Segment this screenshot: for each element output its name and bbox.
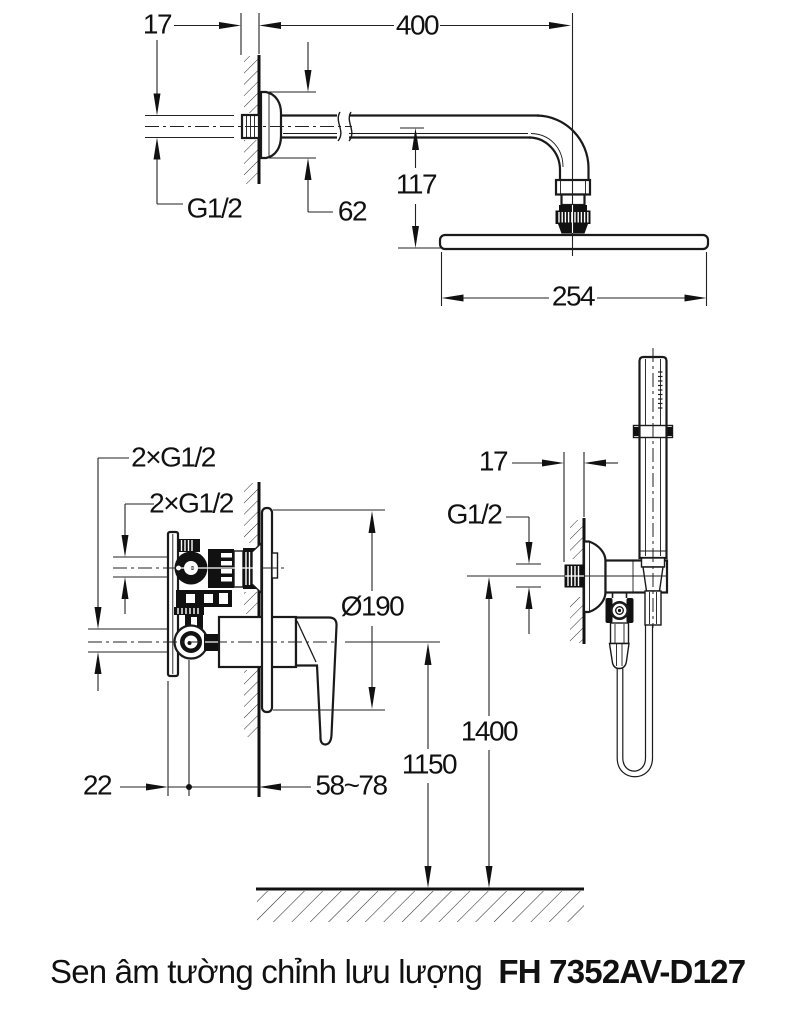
dim-mixer-height: 1150 — [345, 641, 459, 888]
dim-holder-height: 1400 — [461, 577, 520, 888]
dim-head-drop: 117 — [396, 127, 442, 249]
dim-connections-b-label: 2×G1/2 — [149, 487, 234, 518]
product-model: FH 7352AV-D127 — [498, 953, 745, 990]
wall-hatch — [244, 56, 259, 113]
dim-plate-offset: 22 — [83, 660, 259, 800]
dim-holder-height-label: 1400 — [461, 715, 518, 746]
dim-arm-length-label: 400 — [396, 9, 439, 40]
dim-arm-thread-label: G1/2 — [187, 192, 243, 223]
dim-connections-a-label: 2×G1/2 — [131, 441, 216, 472]
dim-install-depth-label: 58~78 — [315, 769, 387, 800]
shower-hose — [616, 625, 654, 778]
dim-hs-wall-offset-label: 17 — [479, 445, 508, 476]
dim-head-diameter-label: 254 — [552, 280, 595, 311]
dim-plate-offset-label: 22 — [83, 769, 112, 800]
shower-arm — [281, 111, 590, 181]
dim-connections-b: 2×G1/2 — [113, 487, 235, 614]
plate-outlet-stub — [271, 552, 279, 579]
dim-mixer-height-label: 1150 — [402, 748, 457, 779]
wall-hatch — [244, 140, 259, 184]
hand-shower-figure: 17 G1/2 1150 1400 — [345, 348, 674, 888]
dim-flange-diameter-label: 62 — [338, 195, 367, 226]
dim-wall-offset: 17 — [143, 8, 394, 55]
product-caption: Sen âm tường chỉnh lưu lượng FH 7352AV-D… — [50, 953, 745, 990]
dim-connections-a: 2×G1/2 — [88, 441, 217, 691]
mixer-handle — [294, 616, 338, 746]
dim-head-diameter: 254 — [440, 252, 708, 311]
shower-head-plate — [438, 233, 710, 251]
overhead-shower-figure: 17 400 G1/2 62 — [143, 8, 710, 311]
valve-top-stub — [178, 539, 200, 552]
hose-elbow — [605, 592, 634, 670]
floor — [256, 887, 584, 922]
dim-hs-thread-label: G1/2 — [447, 498, 503, 529]
dim-hs-thread: G1/2 — [447, 498, 541, 634]
floor-hatch — [257, 891, 584, 922]
dim-hs-wall-offset: 17 — [479, 445, 618, 562]
arm-flange — [259, 90, 283, 160]
wall-hatch — [570, 597, 584, 643]
dim-head-drop-label: 117 — [396, 168, 437, 199]
wall-hatch — [244, 483, 259, 543]
wall-hatch — [244, 670, 259, 737]
dim-arm-length: 400 — [396, 9, 571, 40]
product-description: Sen âm tường chỉnh lưu lượng — [50, 953, 482, 990]
dim-install-depth: 58~78 — [259, 769, 389, 800]
dim-arm-thread: G1/2 — [145, 40, 244, 223]
mixer-plate — [260, 506, 274, 714]
wall-hatch — [570, 520, 584, 559]
dim-flange-diameter: 62 — [269, 42, 368, 226]
wall-hatch — [244, 592, 259, 614]
holder-flange — [582, 540, 607, 614]
dim-wall-offset-label: 17 — [143, 8, 172, 39]
dim-plate-diameter: Ø190 — [273, 509, 406, 711]
dim-plate-diameter-label: Ø190 — [341, 590, 404, 621]
mixer-valve-figure: 2×G1/2 2×G1/2 Ø190 — [83, 441, 406, 800]
